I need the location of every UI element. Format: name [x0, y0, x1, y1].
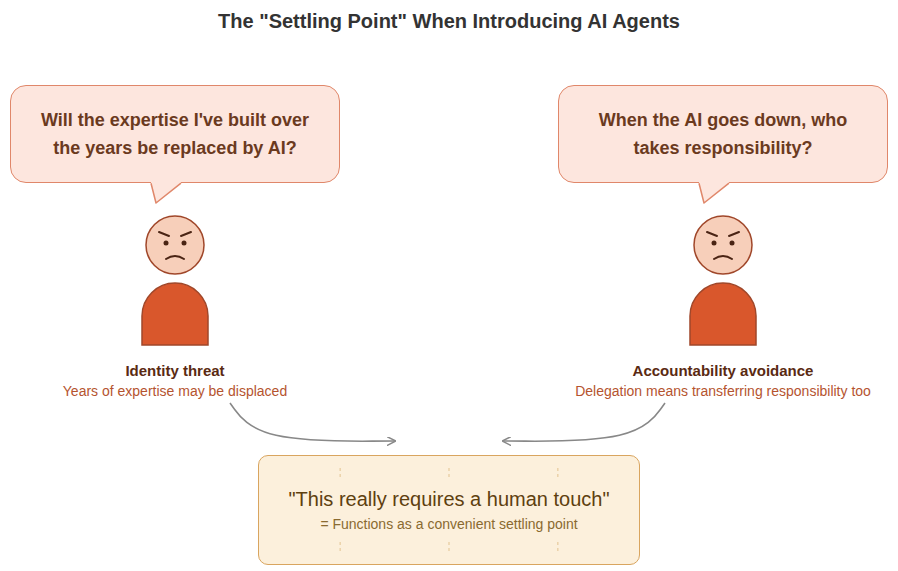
node-heading: Identity threat — [125, 361, 224, 381]
node-subtext: = Functions as a convenient settling poi… — [320, 513, 577, 535]
person-mouth — [714, 256, 732, 259]
person-caption: Identity threatYears of expertise may be… — [57, 203, 294, 401]
diagram-title: The "Settling Point" When Introducing AI… — [0, 10, 898, 33]
person-head — [146, 216, 204, 274]
bubble-tail — [151, 182, 191, 208]
node-heading: When the AI goes down, who takes respons… — [575, 106, 871, 162]
person-eye — [712, 241, 717, 246]
speech-bubble: When the AI goes down, who takes respons… — [558, 85, 888, 183]
person-eye — [182, 241, 187, 246]
decor-tick — [340, 468, 341, 478]
person-figure — [690, 216, 756, 345]
node-heading: "This really requires a human touch" — [288, 485, 609, 513]
person-brows — [707, 232, 739, 236]
person-caption: Accountability avoidanceDelegation means… — [569, 203, 877, 401]
person-figure — [142, 216, 208, 345]
curved-arrow — [230, 403, 395, 441]
person-brows — [159, 232, 191, 236]
decor-tick — [557, 542, 558, 552]
decor-tick — [449, 468, 450, 478]
settling-box: "This really requires a human touch"= Fu… — [258, 455, 640, 565]
person-eye — [164, 241, 169, 246]
node-subtext: Delegation means transferring responsibi… — [575, 381, 871, 401]
person-body — [142, 283, 208, 345]
speech-bubble: Will the expertise I've built over the y… — [10, 85, 340, 183]
person-head — [694, 216, 752, 274]
person-mouth — [166, 256, 184, 259]
bubble-tail-outline — [699, 183, 729, 203]
node-heading: Accountability avoidance — [633, 361, 814, 381]
bubble-tail-fill — [151, 181, 181, 203]
bubble-tail-fill — [699, 181, 729, 203]
decor-tick — [557, 468, 558, 478]
bubble-tail — [699, 182, 739, 208]
node-heading: Will the expertise I've built over the y… — [27, 106, 323, 162]
person-eye — [730, 241, 735, 246]
person-body — [690, 283, 756, 345]
decor-tick — [449, 542, 450, 552]
decor-tick — [340, 542, 341, 552]
node-subtext: Years of expertise may be displaced — [63, 381, 287, 401]
bubble-tail-outline — [151, 183, 181, 203]
curved-arrow — [503, 403, 665, 441]
